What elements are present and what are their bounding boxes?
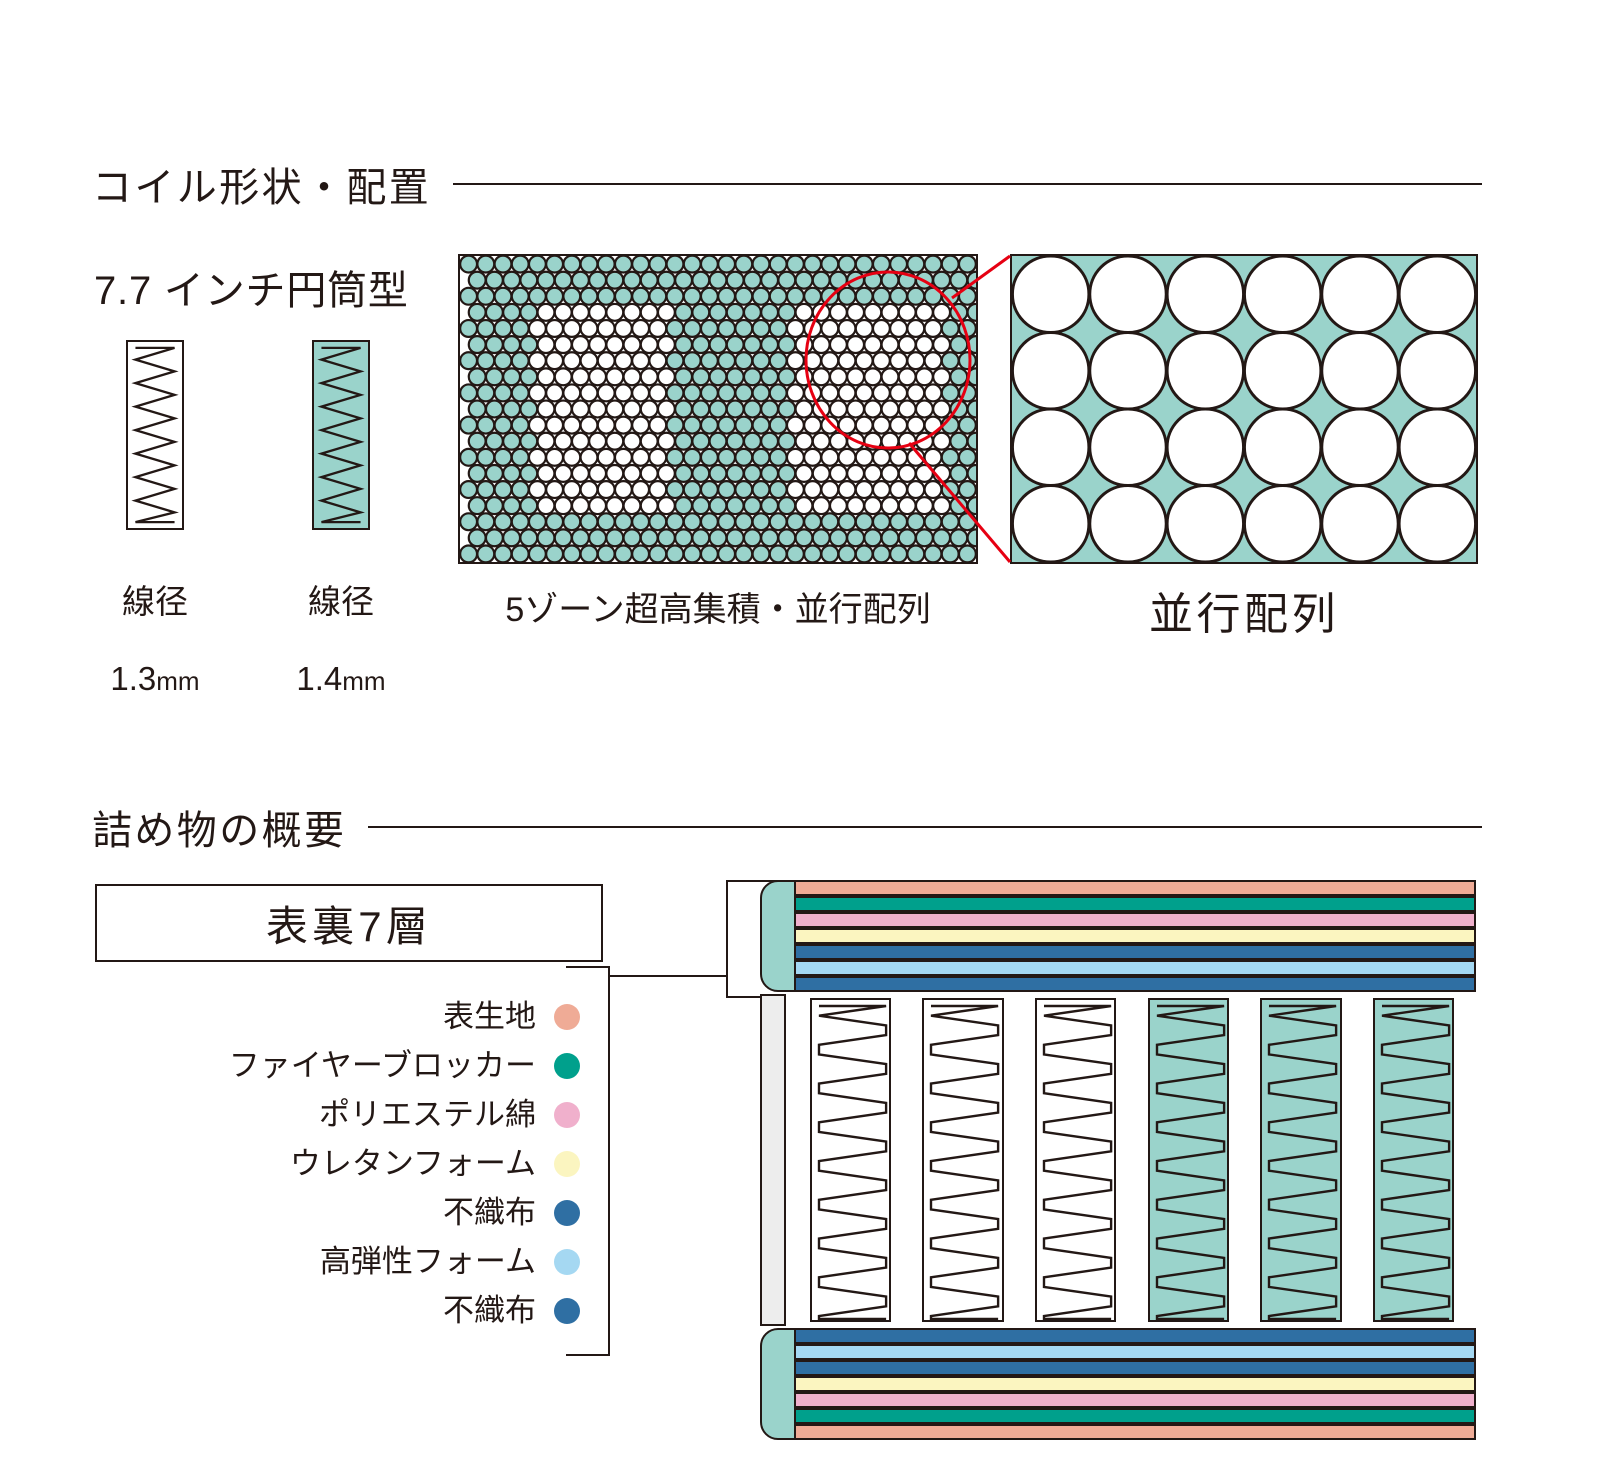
mattress-layer-top [794,960,1476,976]
mattress-layer-bottom [794,1328,1476,1344]
legend-item-label: 不織布 [443,1293,536,1328]
legend-color-swatch [554,1297,580,1324]
spring-1-4mm-label-unit: mm [342,665,386,696]
mattress-coil-band [786,994,1476,1326]
legend-bracket-vertical [608,966,610,1356]
section-heading-filling: 詰め物の概要 [92,798,1482,856]
heading-rule-coil [453,183,1482,185]
legend-item: ポリエステル綿 [190,1090,580,1139]
mattress-layer-bottom [794,1408,1476,1424]
array-parallel-zoom [1010,254,1478,564]
array-dense-5zone-caption: 5ゾーン超高集積・並行配列 [505,591,931,629]
legend-item: ウレタンフォーム [190,1139,580,1188]
layer-count-label: 表裏7層 [265,902,433,950]
legend-item: 不織布 [190,1286,580,1335]
coil-zigzag-icon [817,1004,888,1321]
array-dense-5zone [458,254,978,564]
spring-1-4mm-label-value: 1.4 [296,659,343,697]
mattress-layer-bottom [794,1392,1476,1408]
mattress-layer-bottom [794,1344,1476,1360]
mattress-layer-bottom [794,1424,1476,1440]
coil-zigzag-icon [1268,1004,1338,1321]
mattress-coil-cell [1373,998,1455,1322]
mattress-coil-cell [1035,998,1117,1322]
legend-item: 表生地 [190,992,580,1041]
legend-item-label: ウレタンフォーム [289,1146,536,1181]
mattress-layer-bottom [794,1376,1476,1392]
mattress-layer-top [794,976,1476,992]
dense-grid-svg [460,256,976,562]
legend-item-label: ポリエステル綿 [319,1097,536,1132]
mattress-layer-top [794,880,1476,896]
mattress-side-strip [760,994,786,1326]
mattress-bracket-vertical [726,880,728,998]
mattress-edge-bracket [726,880,784,998]
coil-spec-title: 7.7 インチ円筒型 [94,269,409,313]
legend-item: 高弾性フォーム [190,1237,580,1286]
legend-item-label: 表生地 [443,999,536,1034]
legend-color-swatch [554,1052,580,1079]
spring-1-3mm [126,340,184,530]
filling-legend: 表生地ファイヤーブロッカーポリエステル綿ウレタンフォーム不織布高弾性フォーム不織… [190,992,580,1335]
mattress-coil-cell [1147,998,1229,1322]
spring-1-3mm-label-unit: mm [156,665,200,696]
zoom-grid-svg [1012,256,1476,562]
mattress-layer-bottom [794,1360,1476,1376]
legend-item-label: ファイヤーブロッカー [228,1048,536,1083]
legend-item: 不織布 [190,1188,580,1237]
spring-1-3mm-label-line1: 線径 [122,583,188,621]
spring-1-3mm-label-value: 1.3 [110,659,157,697]
mattress-coil-cell [922,998,1004,1322]
legend-item-label: 高弾性フォーム [319,1244,536,1279]
mattress-layer-top [794,928,1476,944]
legend-color-swatch [554,1003,580,1030]
heading-rule-filling [368,826,1482,828]
spring-1-4mm [312,340,370,530]
connector-line [608,975,728,977]
mattress-layer-top [794,912,1476,928]
legend-color-swatch [554,1199,580,1226]
layer-count-box: 表裏7層 [95,884,603,962]
legend-bracket-bottom [566,1354,610,1356]
spring-1-4mm-label: 線径 1.4mm [261,545,421,698]
mattress-cross-section [760,880,1476,1440]
spring-coil-icon [131,346,179,524]
coil-zigzag-icon [1155,1004,1226,1321]
legend-to-mattress-connector [608,975,728,979]
legend-item: ファイヤーブロッカー [190,1041,580,1090]
spring-coil-icon [317,346,365,524]
mattress-layer-top [794,896,1476,912]
legend-bracket-top [566,966,610,968]
mattress-bracket-top [726,880,782,882]
mattress-layer-top [794,944,1476,960]
array-parallel-zoom-caption: 並行配列 [1148,590,1340,639]
mattress-coil-cell [1260,998,1342,1322]
legend-color-swatch [554,1150,580,1177]
coil-zigzag-icon [1042,1004,1113,1321]
mattress-bracket-bottom [726,996,782,998]
legend-color-swatch [554,1248,580,1275]
spring-1-3mm-label: 線径 1.3mm [75,545,235,698]
mattress-coil-cell [809,998,891,1322]
section-heading-coil: コイル形状・配置 [92,155,1482,213]
spring-1-4mm-label-line1: 線径 [308,583,374,621]
coil-zigzag-icon [930,1004,1000,1321]
section-heading-filling-text: 詰め物の概要 [92,809,347,853]
legend-bracket [566,966,612,1356]
section-heading-coil-text: コイル形状・配置 [92,166,432,210]
coil-zigzag-icon [1380,1004,1451,1321]
legend-color-swatch [554,1101,580,1128]
legend-item-label: 不織布 [443,1195,536,1230]
